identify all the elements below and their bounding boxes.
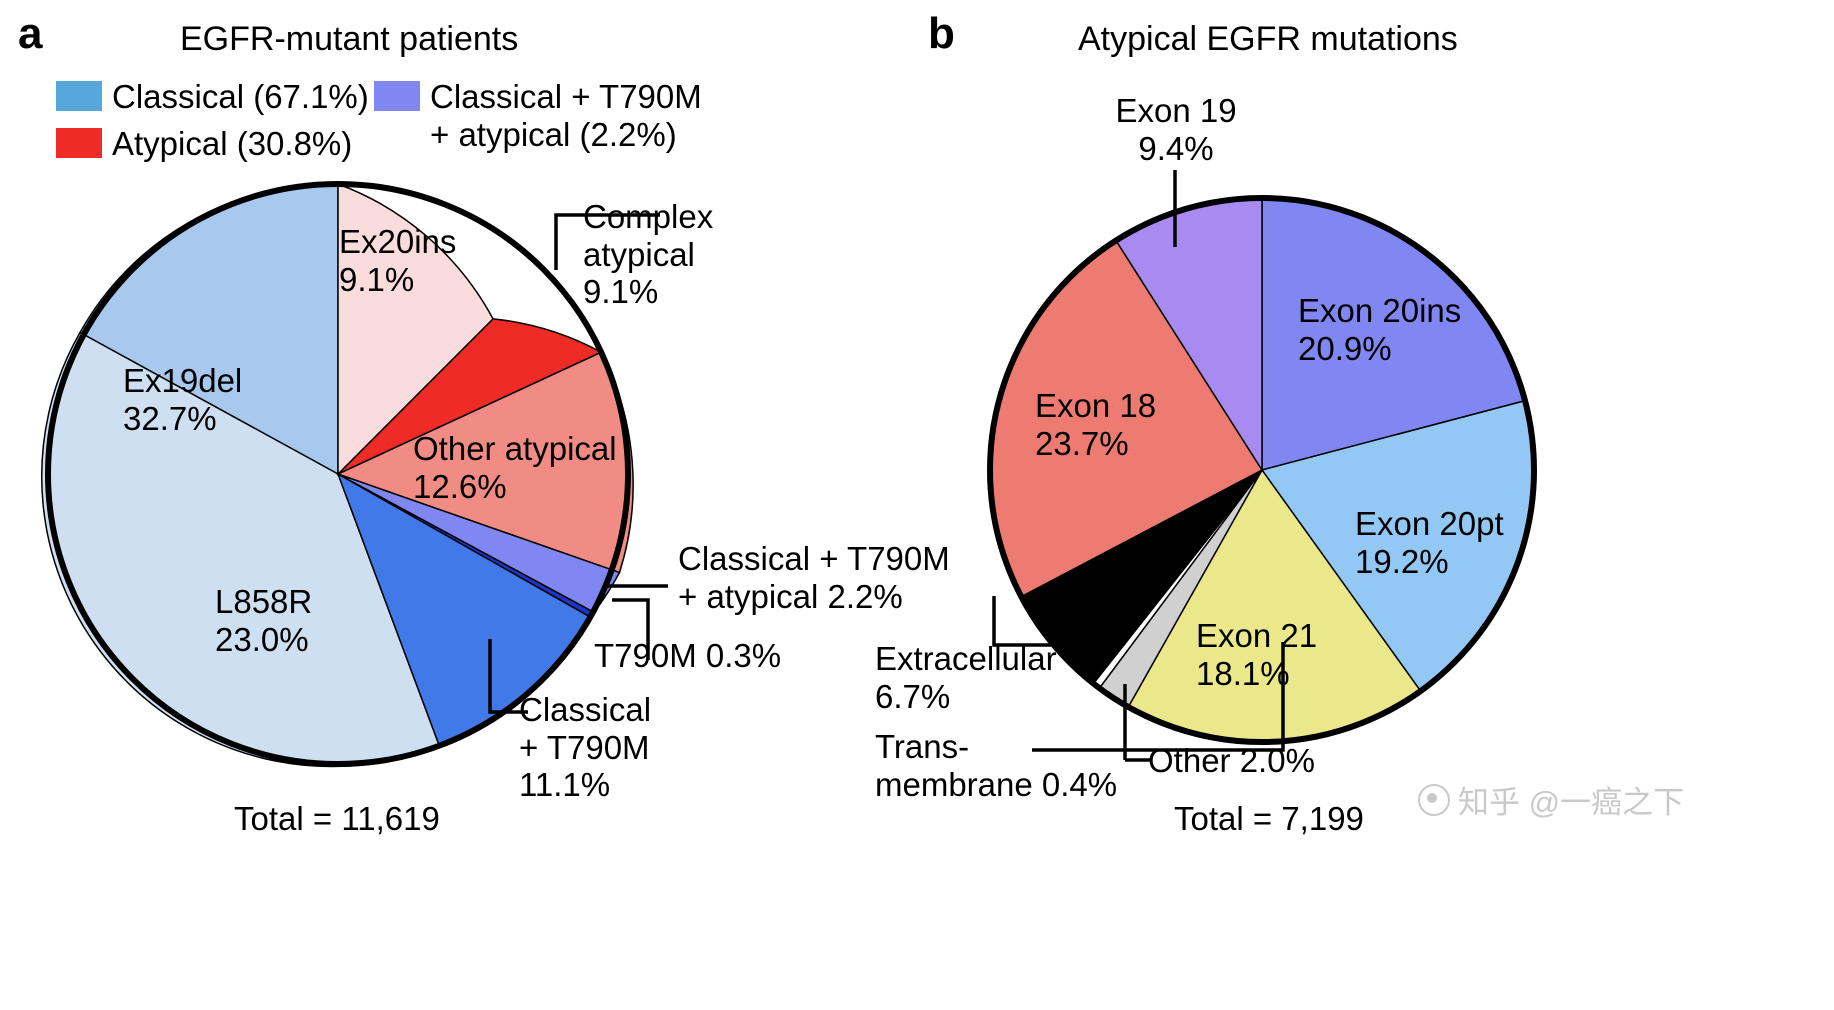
pie-a-label-other-atypical: Other atypical 12.6% [413,430,617,505]
pie-b-label-exon-18: Exon 18 23.7% [1035,387,1157,462]
legend-item-classical-t790m-atypical: Classical + T790M + atypical (2.2%) [374,78,702,153]
watermark-text: 知乎 @一癌之下 [1458,785,1685,820]
watermark-logo-icon [1418,783,1450,816]
panel-b-slices [987,195,1537,745]
pie-a-label-ex20ins: Ex20ins 9.1% [339,223,457,298]
panel-a-letter: a [18,9,43,58]
panel-b-letter: b [928,9,955,58]
pie-b-outline [987,195,1537,745]
panel-b-pie [987,170,1537,762]
pie-b-label-exon-21: Exon 21 18.1% [1196,617,1318,692]
panel-a-callout-lines [488,213,668,714]
legend-label-atypical: Atypical (30.8%) [112,124,353,162]
panel-a-pie [41,181,668,768]
legend-column-left: Classical (67.1%) Atypical (30.8%) [56,78,369,170]
pie-a-label-t790m: T790M 0.3% [594,637,782,674]
legend-swatch-classical-t790m-atypical [374,81,420,111]
pie-a-label-ex19del: Ex19del 32.7% [123,362,243,437]
pie-b-label-other: Other 2.0% [1148,742,1315,779]
pie-b-label-transmembrane: Trans- membrane 0.4% [875,728,1118,803]
pie-a-label-classical-t790m: Classical + T790M 11.1% [519,691,652,804]
legend-column-right: Classical + T790M + atypical (2.2%) [374,78,702,161]
pie-b-label-extracellular: Extracellular 6.7% [875,640,1057,715]
legend-label-classical: Classical (67.1%) [112,78,369,115]
pie-b-label-exon-20ins: Exon 20ins 20.9% [1298,292,1462,367]
pie-a-label-classical-t790m-atypical: Classical + T790M + atypical 2.2% [678,540,950,615]
watermark: 知乎 @一癌之下 [1418,777,1684,822]
panel-b-total: Total = 7,199 [1174,800,1364,837]
pie-b-label-exon-19: Exon 19 9.4% [1115,92,1237,167]
callout-line-complex-atypical [554,213,660,270]
panel-a-slices [41,181,634,768]
slice-ex20ins [337,182,494,476]
pie-a-label-complex-atypical: Complex atypical 9.1% [583,198,714,311]
pie-b-label-exon-20pt: Exon 20pt 19.2% [1355,505,1504,580]
legend-swatch-atypical [56,127,102,158]
panel-a-title: EGFR-mutant patients [180,20,519,58]
pie-a-label-l858r: L858R 23.0% [215,583,313,658]
callout-line-t790m [612,598,650,660]
panel-b-title: Atypical EGFR mutations [1078,20,1458,58]
callout-line-classical-t790m [488,639,528,714]
panel-b-callout-lines [992,170,1285,762]
legend-item-atypical: Atypical (30.8%) [56,125,369,163]
callout-line-transmembrane [1032,642,1285,752]
callout-line-extracellular [992,596,1056,647]
legend-swatch-classical [56,81,102,111]
pie-a-outline [45,181,631,767]
legend-item-classical: Classical (67.1%) [56,78,369,116]
legend-label-classical-t790m-atypical: Classical + T790M + atypical (2.2%) [430,78,702,153]
panel-a-total: Total = 11,619 [234,800,440,837]
